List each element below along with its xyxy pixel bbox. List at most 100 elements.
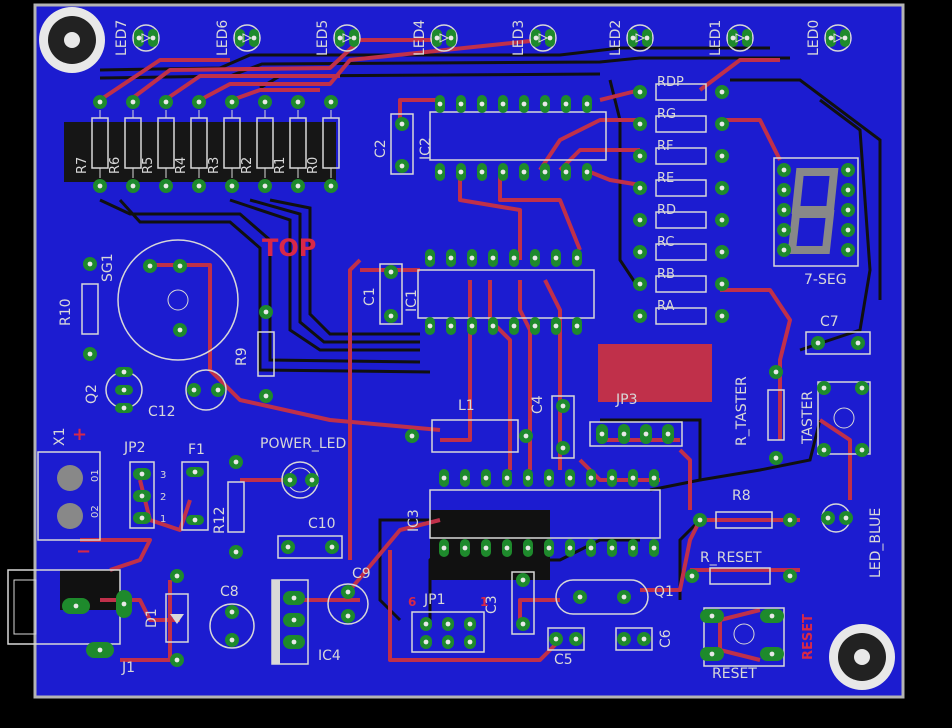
- capacitor-c5: [547, 627, 585, 651]
- resistor-r5: R5: [141, 95, 175, 193]
- capacitor-c10: [277, 535, 343, 559]
- segment-resistor-label: RE: [657, 171, 674, 186]
- label-jp2-pin1: 1: [160, 514, 166, 525]
- inductor-l1: [405, 419, 533, 453]
- label-x1-pin2: 02: [90, 505, 101, 518]
- label-q2: Q2: [84, 384, 100, 404]
- terminal-x1: [37, 451, 101, 541]
- ic1: [417, 249, 595, 335]
- segment-resistor-label: RD: [657, 203, 676, 218]
- label-jp1: JP1: [423, 592, 445, 608]
- label-c5: C5: [554, 652, 573, 668]
- label-c6: C6: [658, 629, 674, 648]
- label-r12: R12: [212, 506, 228, 534]
- capacitor-c8: [209, 603, 255, 649]
- led-led6: LED6: [215, 20, 261, 56]
- label-x1-pin1: 01: [90, 469, 101, 482]
- segment-resistor-label: RF: [657, 139, 674, 154]
- resistor-r-taster: [767, 365, 785, 465]
- label-jp2-pin2: 2: [160, 492, 166, 503]
- label-d1: D1: [144, 608, 160, 628]
- led-label: LED2: [608, 20, 624, 56]
- label-r8: R8: [732, 488, 751, 504]
- label-ic4: IC4: [318, 648, 341, 664]
- board-outline: [33, 3, 905, 699]
- label-jp1-right: 1: [480, 595, 488, 609]
- led-label: LED4: [412, 20, 428, 56]
- led-label: LED6: [215, 20, 231, 56]
- regulator-ic4: [271, 579, 309, 665]
- label-minus: −: [76, 541, 91, 562]
- label-taster: TASTER: [800, 391, 816, 445]
- capacitor-c4: [551, 395, 575, 459]
- led-led7: LED7: [114, 20, 160, 56]
- crystal-q1: [555, 579, 649, 615]
- label-r-reset: R_RESET: [700, 550, 762, 566]
- resistor-label: R2: [240, 157, 255, 174]
- ic3: [429, 469, 661, 557]
- label-l1: L1: [458, 398, 475, 414]
- jumper-jp3: [589, 421, 683, 447]
- segment-resistor-rc: RC: [633, 235, 729, 261]
- segment-resistor-label: RDP: [657, 75, 684, 90]
- label-r-taster: R_TASTER: [734, 376, 750, 446]
- resistor-r9: [257, 305, 275, 403]
- transistor-q2: [105, 367, 143, 413]
- led-led3: LED3: [511, 20, 557, 56]
- jumper-jp1: [411, 611, 485, 653]
- led-label: LED5: [315, 20, 331, 56]
- label-x1: X1: [52, 428, 68, 447]
- jumper-jp2: [129, 461, 155, 529]
- led-blue: [821, 503, 853, 533]
- resistor-label: R6: [108, 157, 123, 174]
- resistor-label: R4: [174, 157, 189, 174]
- label-c2: C2: [373, 139, 389, 158]
- label-jp2-pin3: 3: [160, 470, 166, 481]
- label-jp3: JP3: [615, 392, 637, 408]
- capacitor-c1: [379, 263, 403, 325]
- buzzer-sg1: [117, 239, 239, 361]
- led-label: LED7: [114, 20, 130, 56]
- fuse-f1: [181, 461, 209, 531]
- resistor-r6: R6: [108, 95, 142, 193]
- led-led4: LED4: [412, 20, 458, 56]
- resistor-r10: [81, 257, 99, 361]
- segment-resistor-rb: RB: [633, 267, 729, 293]
- button-taster: [817, 381, 871, 457]
- label-plus: +: [72, 424, 87, 445]
- top-traces: [80, 38, 852, 662]
- label-ic3: IC3: [406, 509, 422, 532]
- led-label: LED1: [708, 20, 724, 56]
- led-led2: LED2: [608, 20, 654, 56]
- label-sg1: SG1: [100, 253, 116, 282]
- led-label: LED3: [511, 20, 527, 56]
- capacitor-c12: [185, 369, 227, 411]
- resistor-r8: [693, 511, 797, 529]
- led-led1: LED1: [708, 20, 754, 56]
- label-c1: C1: [362, 287, 378, 306]
- resistor-label: R0: [306, 157, 321, 174]
- power-led: [281, 461, 319, 499]
- label-c9: C9: [352, 566, 371, 582]
- label-seven-seg: 7-SEG: [804, 272, 847, 288]
- label-c8: C8: [220, 584, 239, 600]
- led-label: LED0: [806, 20, 822, 56]
- ic2: [429, 95, 607, 181]
- segment-resistor-label: RA: [657, 299, 675, 314]
- segment-resistor-label: RG: [657, 107, 676, 122]
- label-led-blue: LED_BLUE: [868, 508, 884, 578]
- label-jp2: JP2: [123, 440, 145, 456]
- label-power-led: POWER_LED: [260, 436, 346, 452]
- label-ic1: IC1: [404, 289, 420, 312]
- resistor-label: R1: [273, 157, 288, 174]
- button-reset: [700, 607, 785, 667]
- label-jp1-left: 6: [408, 595, 416, 609]
- label-r10: R10: [58, 298, 74, 326]
- capacitor-c2: [390, 113, 414, 175]
- mounting-hole-bottom-right: [829, 624, 895, 690]
- label-f1: F1: [188, 442, 205, 458]
- segment-resistor-ra: RA: [633, 299, 729, 325]
- resistor-r0: R0: [306, 95, 340, 193]
- diode-d1: [165, 569, 189, 667]
